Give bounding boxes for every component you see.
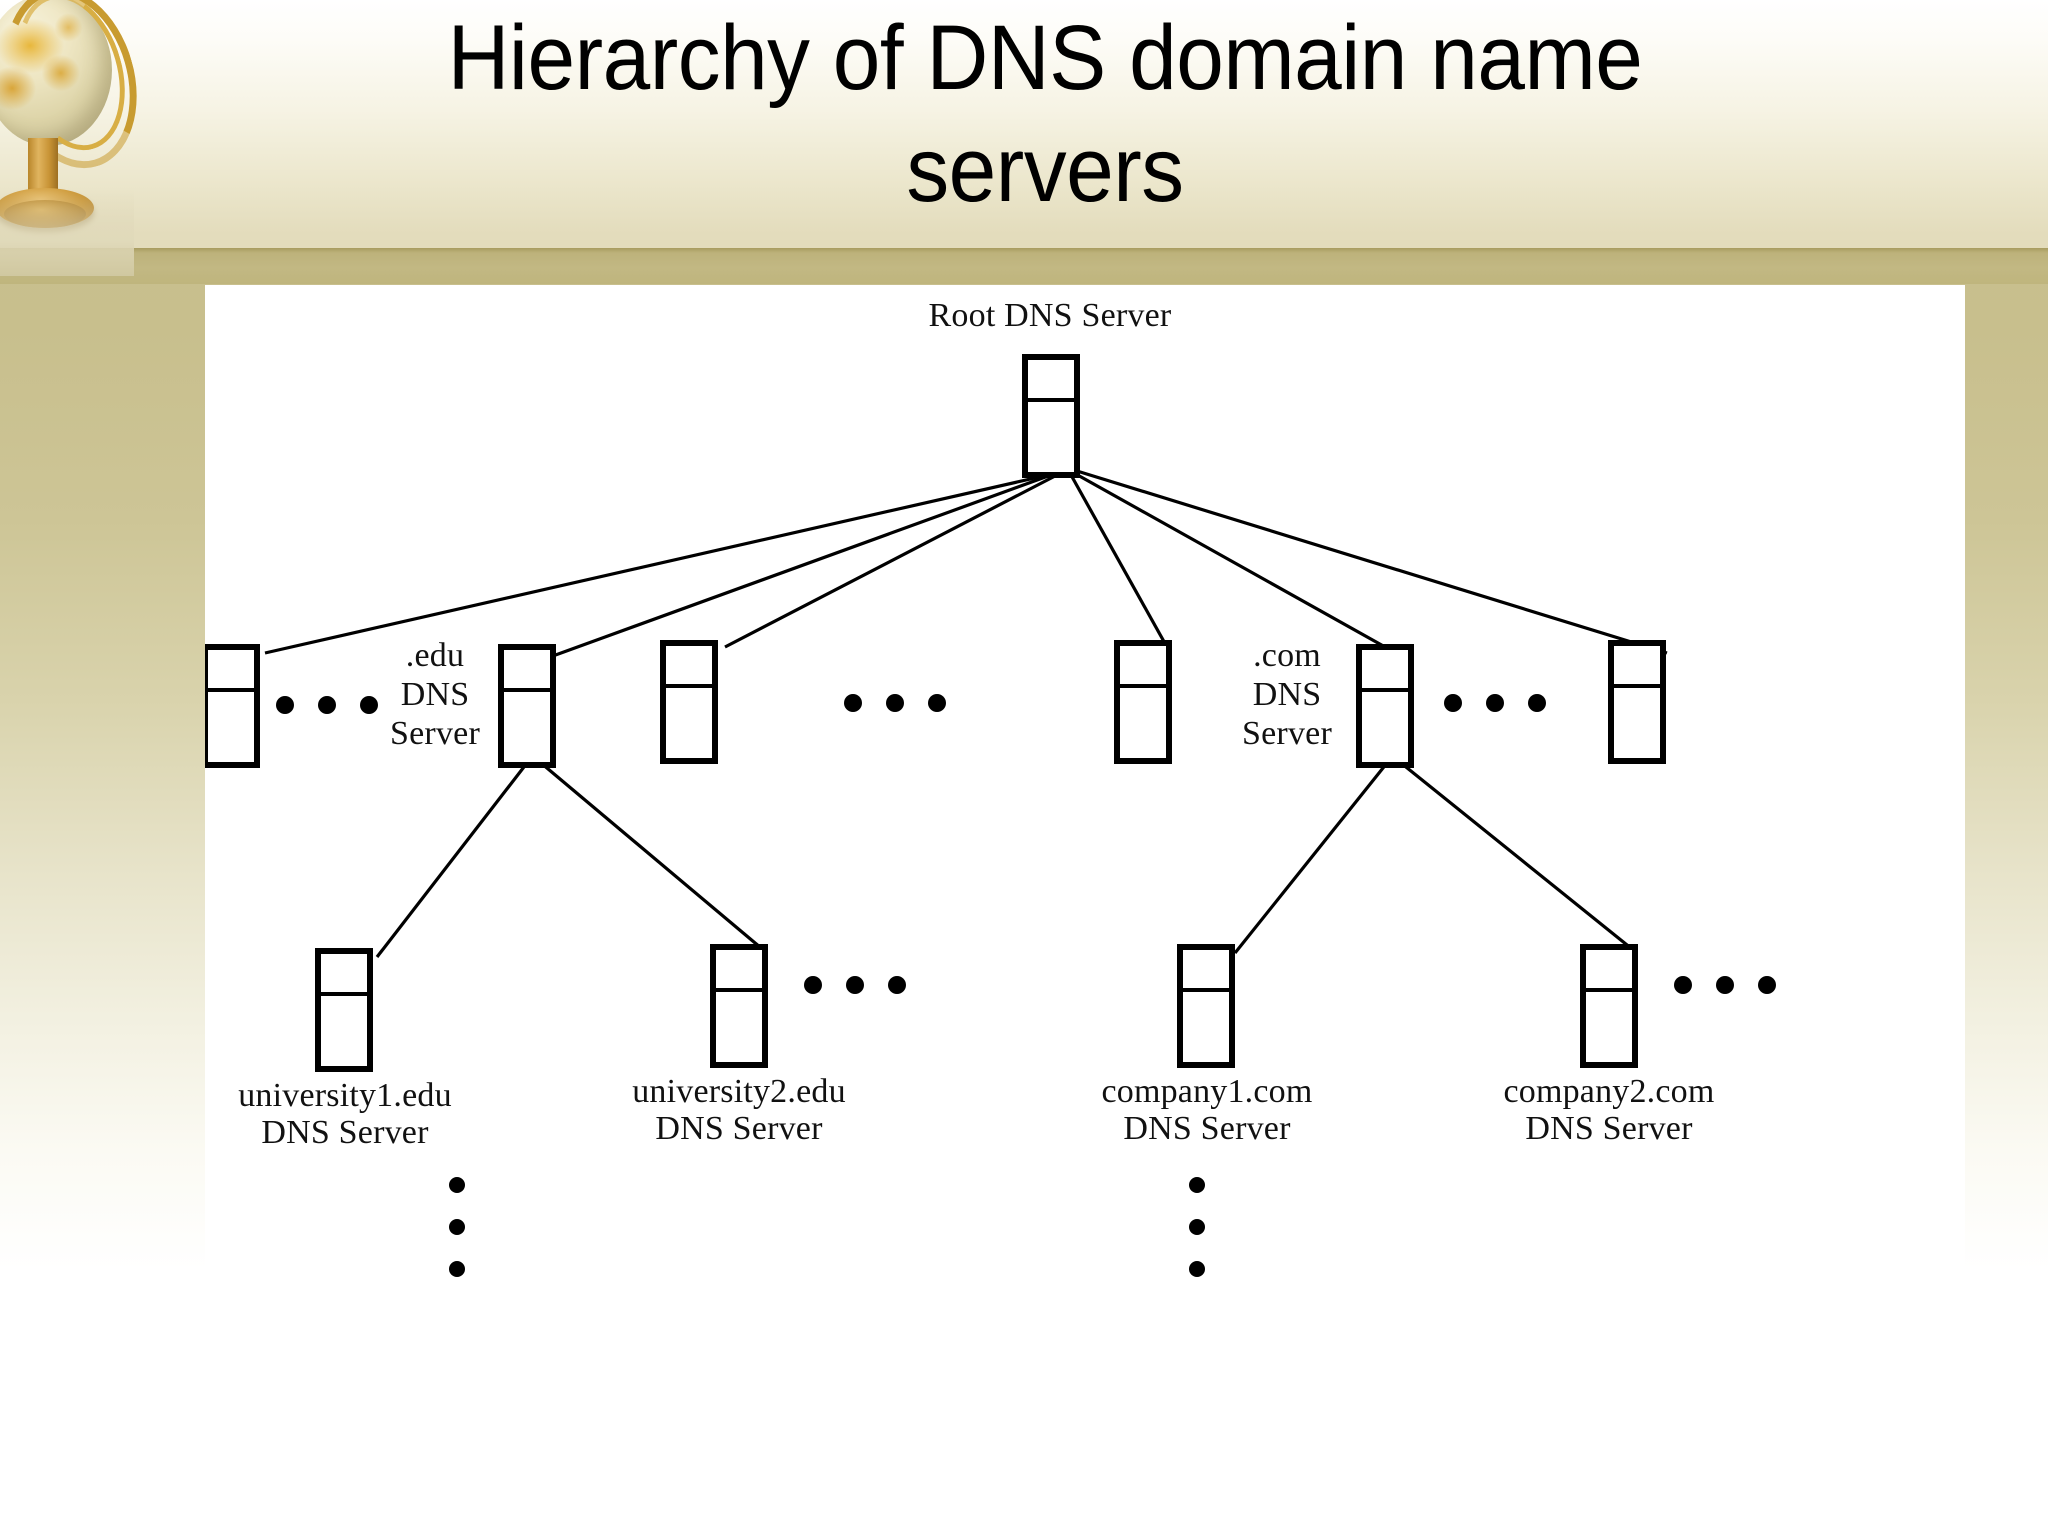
node-label-tld-com: .com DNS Server xyxy=(1242,637,1332,752)
server-box-icon-university1 xyxy=(315,948,373,1072)
edge-root-to-tld-4 xyxy=(1069,474,1169,648)
edge-root-to-tld-com xyxy=(1073,471,1404,659)
node-label-tld-edu: .edu DNS Server xyxy=(390,637,480,752)
edge-root-to-tld-edu xyxy=(549,473,1052,659)
ellipsis-vertical-1 xyxy=(449,1177,465,1277)
dns-hierarchy-diagram: Root DNS Server .edu DNS Server .com DNS… xyxy=(205,285,1965,1295)
ellipsis-horizontal-2 xyxy=(844,694,946,712)
server-box-icon-tld-4 xyxy=(1114,640,1172,764)
server-box-icon-root xyxy=(1022,354,1080,478)
server-box-icon-university2 xyxy=(710,944,768,1068)
edge-root-to-tld-3 xyxy=(724,473,1058,649)
edge-com-to-company1 xyxy=(1233,762,1389,954)
edge-group-edu xyxy=(375,761,769,958)
edge-edu-to-university2 xyxy=(539,761,769,955)
server-box-icon-company2 xyxy=(1580,944,1638,1068)
ellipsis-horizontal-4 xyxy=(804,976,906,994)
node-label-university1: university1.edu DNS Server xyxy=(238,1077,452,1152)
edge-com-to-company2 xyxy=(1399,761,1639,955)
server-box-icon-tld-6 xyxy=(1608,640,1666,764)
globe-base-lower xyxy=(4,200,86,228)
server-box-icon-tld-com xyxy=(1356,644,1414,768)
ellipsis-vertical-2 xyxy=(1189,1177,1205,1277)
title-divider-rule xyxy=(0,248,2048,284)
ellipsis-horizontal-5 xyxy=(1674,976,1776,994)
server-box-icon-tld-1 xyxy=(205,644,260,768)
node-label-company1: company1.com DNS Server xyxy=(1101,1073,1313,1148)
diagram-canvas xyxy=(205,354,1776,1277)
edge-root-to-tld-6 xyxy=(1076,469,1668,655)
edge-root-to-tld-1 xyxy=(264,473,1049,655)
globe-icon xyxy=(0,0,157,276)
edge-group-com xyxy=(1233,761,1639,955)
server-box-icon-tld-edu xyxy=(498,644,556,768)
server-box-icon-tld-3 xyxy=(660,640,718,764)
page-title: Hierarchy of DNS domain name servers xyxy=(447,7,1643,222)
edge-edu-to-university1 xyxy=(375,762,529,958)
node-label-university2: university2.edu DNS Server xyxy=(632,1073,846,1148)
ellipsis-horizontal-3 xyxy=(1444,694,1546,712)
edge-group-root xyxy=(264,469,1668,659)
server-box-icon-company1 xyxy=(1177,944,1235,1068)
node-label-company2: company2.com DNS Server xyxy=(1503,1073,1715,1148)
node-label-root: Root DNS Server xyxy=(928,297,1172,334)
title-band xyxy=(0,0,2048,248)
ellipsis-horizontal-1 xyxy=(276,696,378,714)
